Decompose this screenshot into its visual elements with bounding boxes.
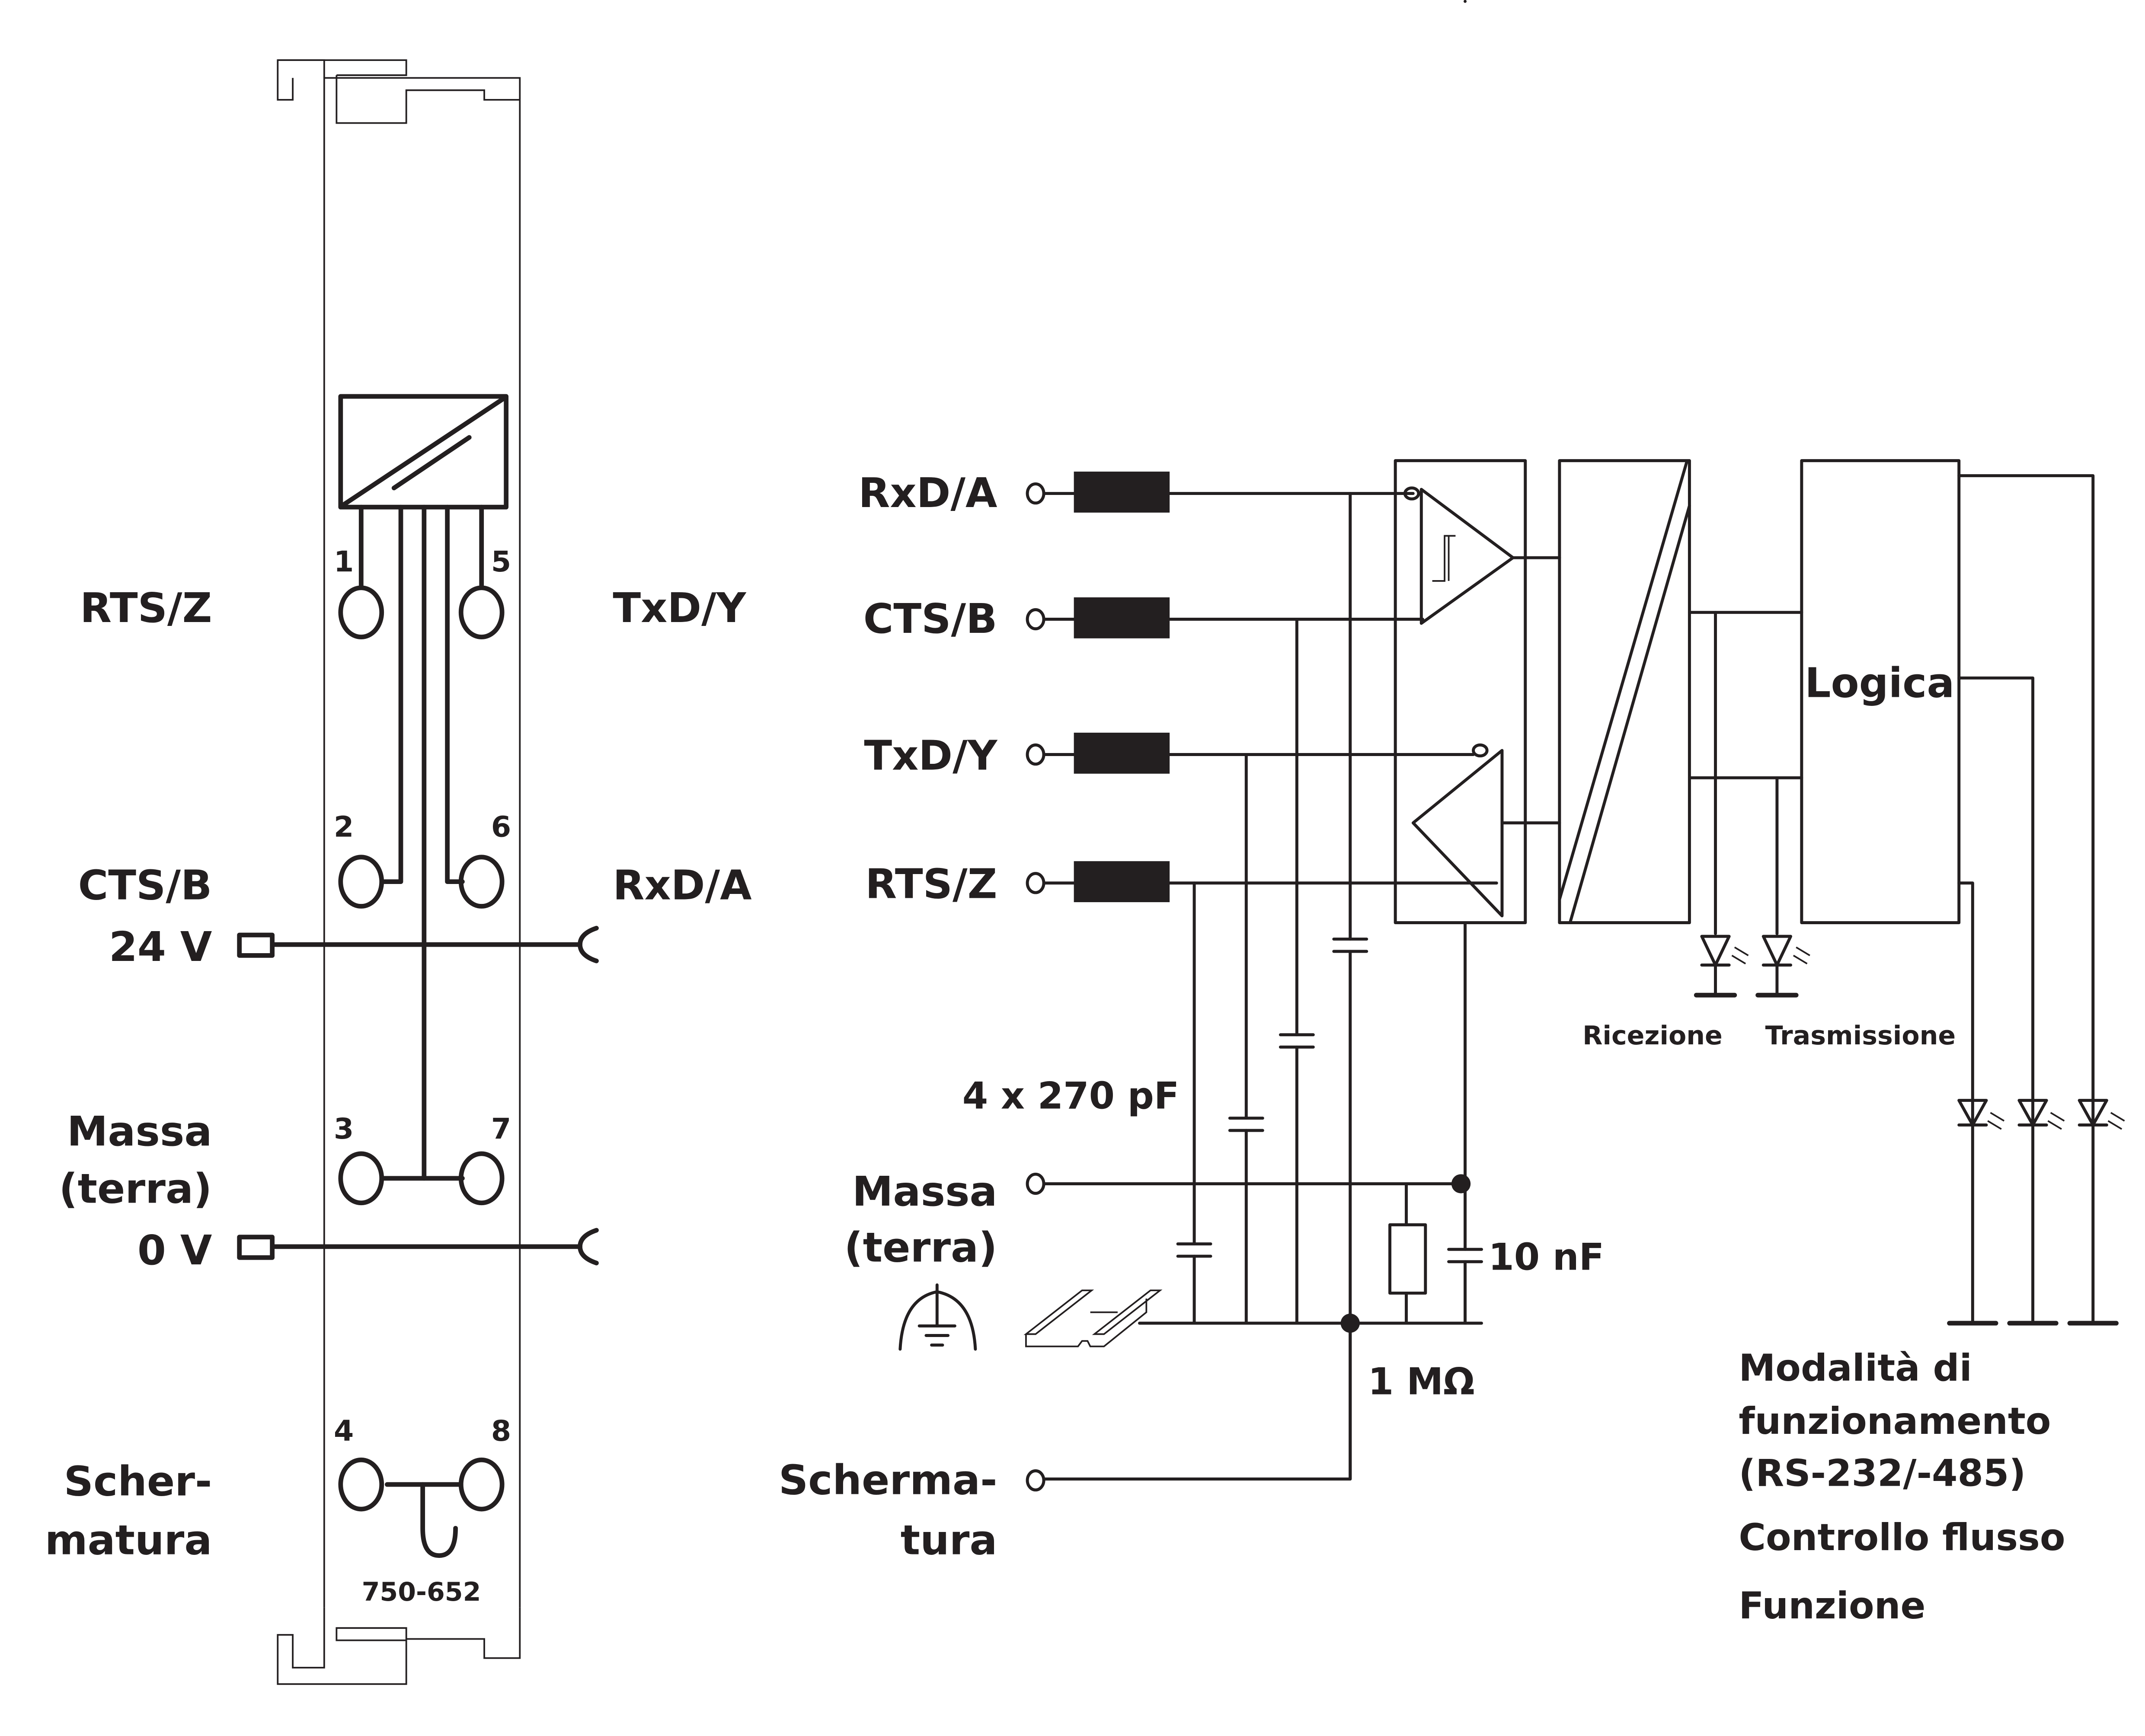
pin-number: 1 <box>334 545 354 578</box>
terminal-6[interactable] <box>458 855 505 909</box>
isolation-symbol <box>338 394 509 510</box>
status-label-controllo: Controllo flusso <box>1739 1516 2065 1559</box>
input-label-rts-z: RTS/Z <box>865 861 997 908</box>
logic-label: Logica <box>1805 660 1954 707</box>
isolator-block <box>1558 459 1691 924</box>
din-rail-icon <box>1023 1289 1163 1347</box>
filter-capacitors <box>1176 492 1368 1481</box>
pin-number: 7 <box>491 1112 511 1146</box>
terminal-3[interactable] <box>338 1151 384 1206</box>
capacitor-label: 4 x 270 pF <box>962 1075 1180 1118</box>
terminal-txd-y[interactable] <box>1026 743 1045 766</box>
led-trasmissione <box>1755 935 1810 998</box>
input-label-txd-y: TxD/Y <box>864 732 997 779</box>
pin-number: 8 <box>491 1414 511 1448</box>
terminal-5[interactable] <box>458 585 505 639</box>
terminal-8[interactable] <box>458 1457 505 1512</box>
terminal-rxd-a[interactable] <box>1026 482 1045 505</box>
terra-label: (terra) <box>844 1224 997 1272</box>
junction-dot <box>1451 1174 1471 1194</box>
logic-links <box>1688 611 1803 935</box>
ferrite-cts-b <box>1074 597 1170 638</box>
label-rts-z: RTS/Z <box>80 584 212 632</box>
led-icon <box>2017 1099 2048 1126</box>
terminal-cts-b[interactable] <box>1026 608 1045 631</box>
resistor-label: 1 MΩ <box>1368 1360 1475 1403</box>
label-0v: 0 V <box>137 1227 212 1274</box>
terminals <box>338 585 505 1512</box>
led-icon <box>1761 935 1793 967</box>
pin-number: 3 <box>334 1112 354 1146</box>
transceiver-block <box>1394 0 1561 1184</box>
input-label-rxd-a: RxD/A <box>858 469 997 517</box>
earth-ground-icon <box>898 1283 977 1351</box>
contact-0v-right <box>578 1228 599 1266</box>
label-cts-b: CTS/B <box>78 862 212 909</box>
pin-number: 5 <box>491 545 511 578</box>
status-label-rs: (RS-232/-485) <box>1739 1452 2026 1495</box>
led-icon <box>1957 1099 1988 1126</box>
module-housing <box>277 59 521 1685</box>
label-massa: Massa <box>67 1108 212 1155</box>
led-label-ricezione: Ricezione <box>1582 1021 1723 1051</box>
ferrite-txd-y <box>1074 732 1170 774</box>
led-modalita <box>1947 1099 2005 1326</box>
contact-0v-left <box>237 1235 275 1260</box>
contact-24v-left <box>237 932 275 958</box>
terminal-4[interactable] <box>338 1457 384 1512</box>
label-24v: 24 V <box>109 923 212 971</box>
pin-number: 6 <box>491 810 511 843</box>
terminal-2[interactable] <box>338 855 384 909</box>
part-number: 750-652 <box>362 1577 481 1607</box>
terminal-rts-z[interactable] <box>1026 872 1045 894</box>
label-terra: (terra) <box>59 1165 212 1213</box>
label-rxd-a: RxD/A <box>613 862 751 909</box>
schermatura-label-1: Scherma- <box>779 1456 997 1504</box>
pin-number: 4 <box>334 1414 354 1448</box>
label-matura: matura <box>45 1516 212 1564</box>
status-label-funzione: Funzione <box>1739 1585 1925 1628</box>
capacitor-10nf-label: 10 nF <box>1488 1236 1604 1279</box>
led-controllo-flusso <box>2007 1099 2065 1326</box>
status-leds <box>1947 1099 2125 1326</box>
label-txd-y: TxD/Y <box>613 584 746 632</box>
pin-number: 2 <box>334 810 354 843</box>
status-label-modalita: Modalità di <box>1739 1347 1972 1390</box>
logic-block: Logica <box>1800 459 2095 1325</box>
terminal-schermatura[interactable] <box>1026 1469 1045 1492</box>
status-label-funzionamento: funzionamento <box>1739 1400 2051 1443</box>
schermatura-label-2: tura <box>901 1516 997 1564</box>
ferrite-rxd-a <box>1074 471 1170 513</box>
module-front-view: 1 2 3 4 5 6 7 8 750-652 RTS/Z CTS/B 24 V… <box>45 59 752 1685</box>
module-internal-wiring <box>271 504 582 1558</box>
ground-bus: 1 MΩ Scherma- tura <box>779 1283 1483 1564</box>
label-scher: Scher- <box>64 1458 212 1505</box>
input-lines <box>1026 471 1498 903</box>
resistor-1m <box>1388 1223 1427 1295</box>
contact-24v-right <box>578 925 599 964</box>
terminal-1[interactable] <box>338 585 384 639</box>
led-icon <box>2078 1099 2108 1126</box>
terminal-7[interactable] <box>458 1151 505 1206</box>
ferrite-rts-z <box>1074 861 1170 903</box>
led-ricezione <box>1694 935 1749 998</box>
massa-line: Massa (terra) 10 nF <box>844 1168 1604 1325</box>
led-funzione <box>2067 1099 2125 1326</box>
led-label-trasmissione: Trasmissione <box>1765 1021 1956 1051</box>
massa-label: Massa <box>852 1168 997 1216</box>
circuit-schematic: RxD/A CTS/B TxD/Y RTS/Z <box>779 0 2125 1628</box>
led-icon <box>1700 935 1731 967</box>
terminal-massa[interactable] <box>1026 1172 1045 1195</box>
input-label-cts-b: CTS/B <box>863 595 997 643</box>
